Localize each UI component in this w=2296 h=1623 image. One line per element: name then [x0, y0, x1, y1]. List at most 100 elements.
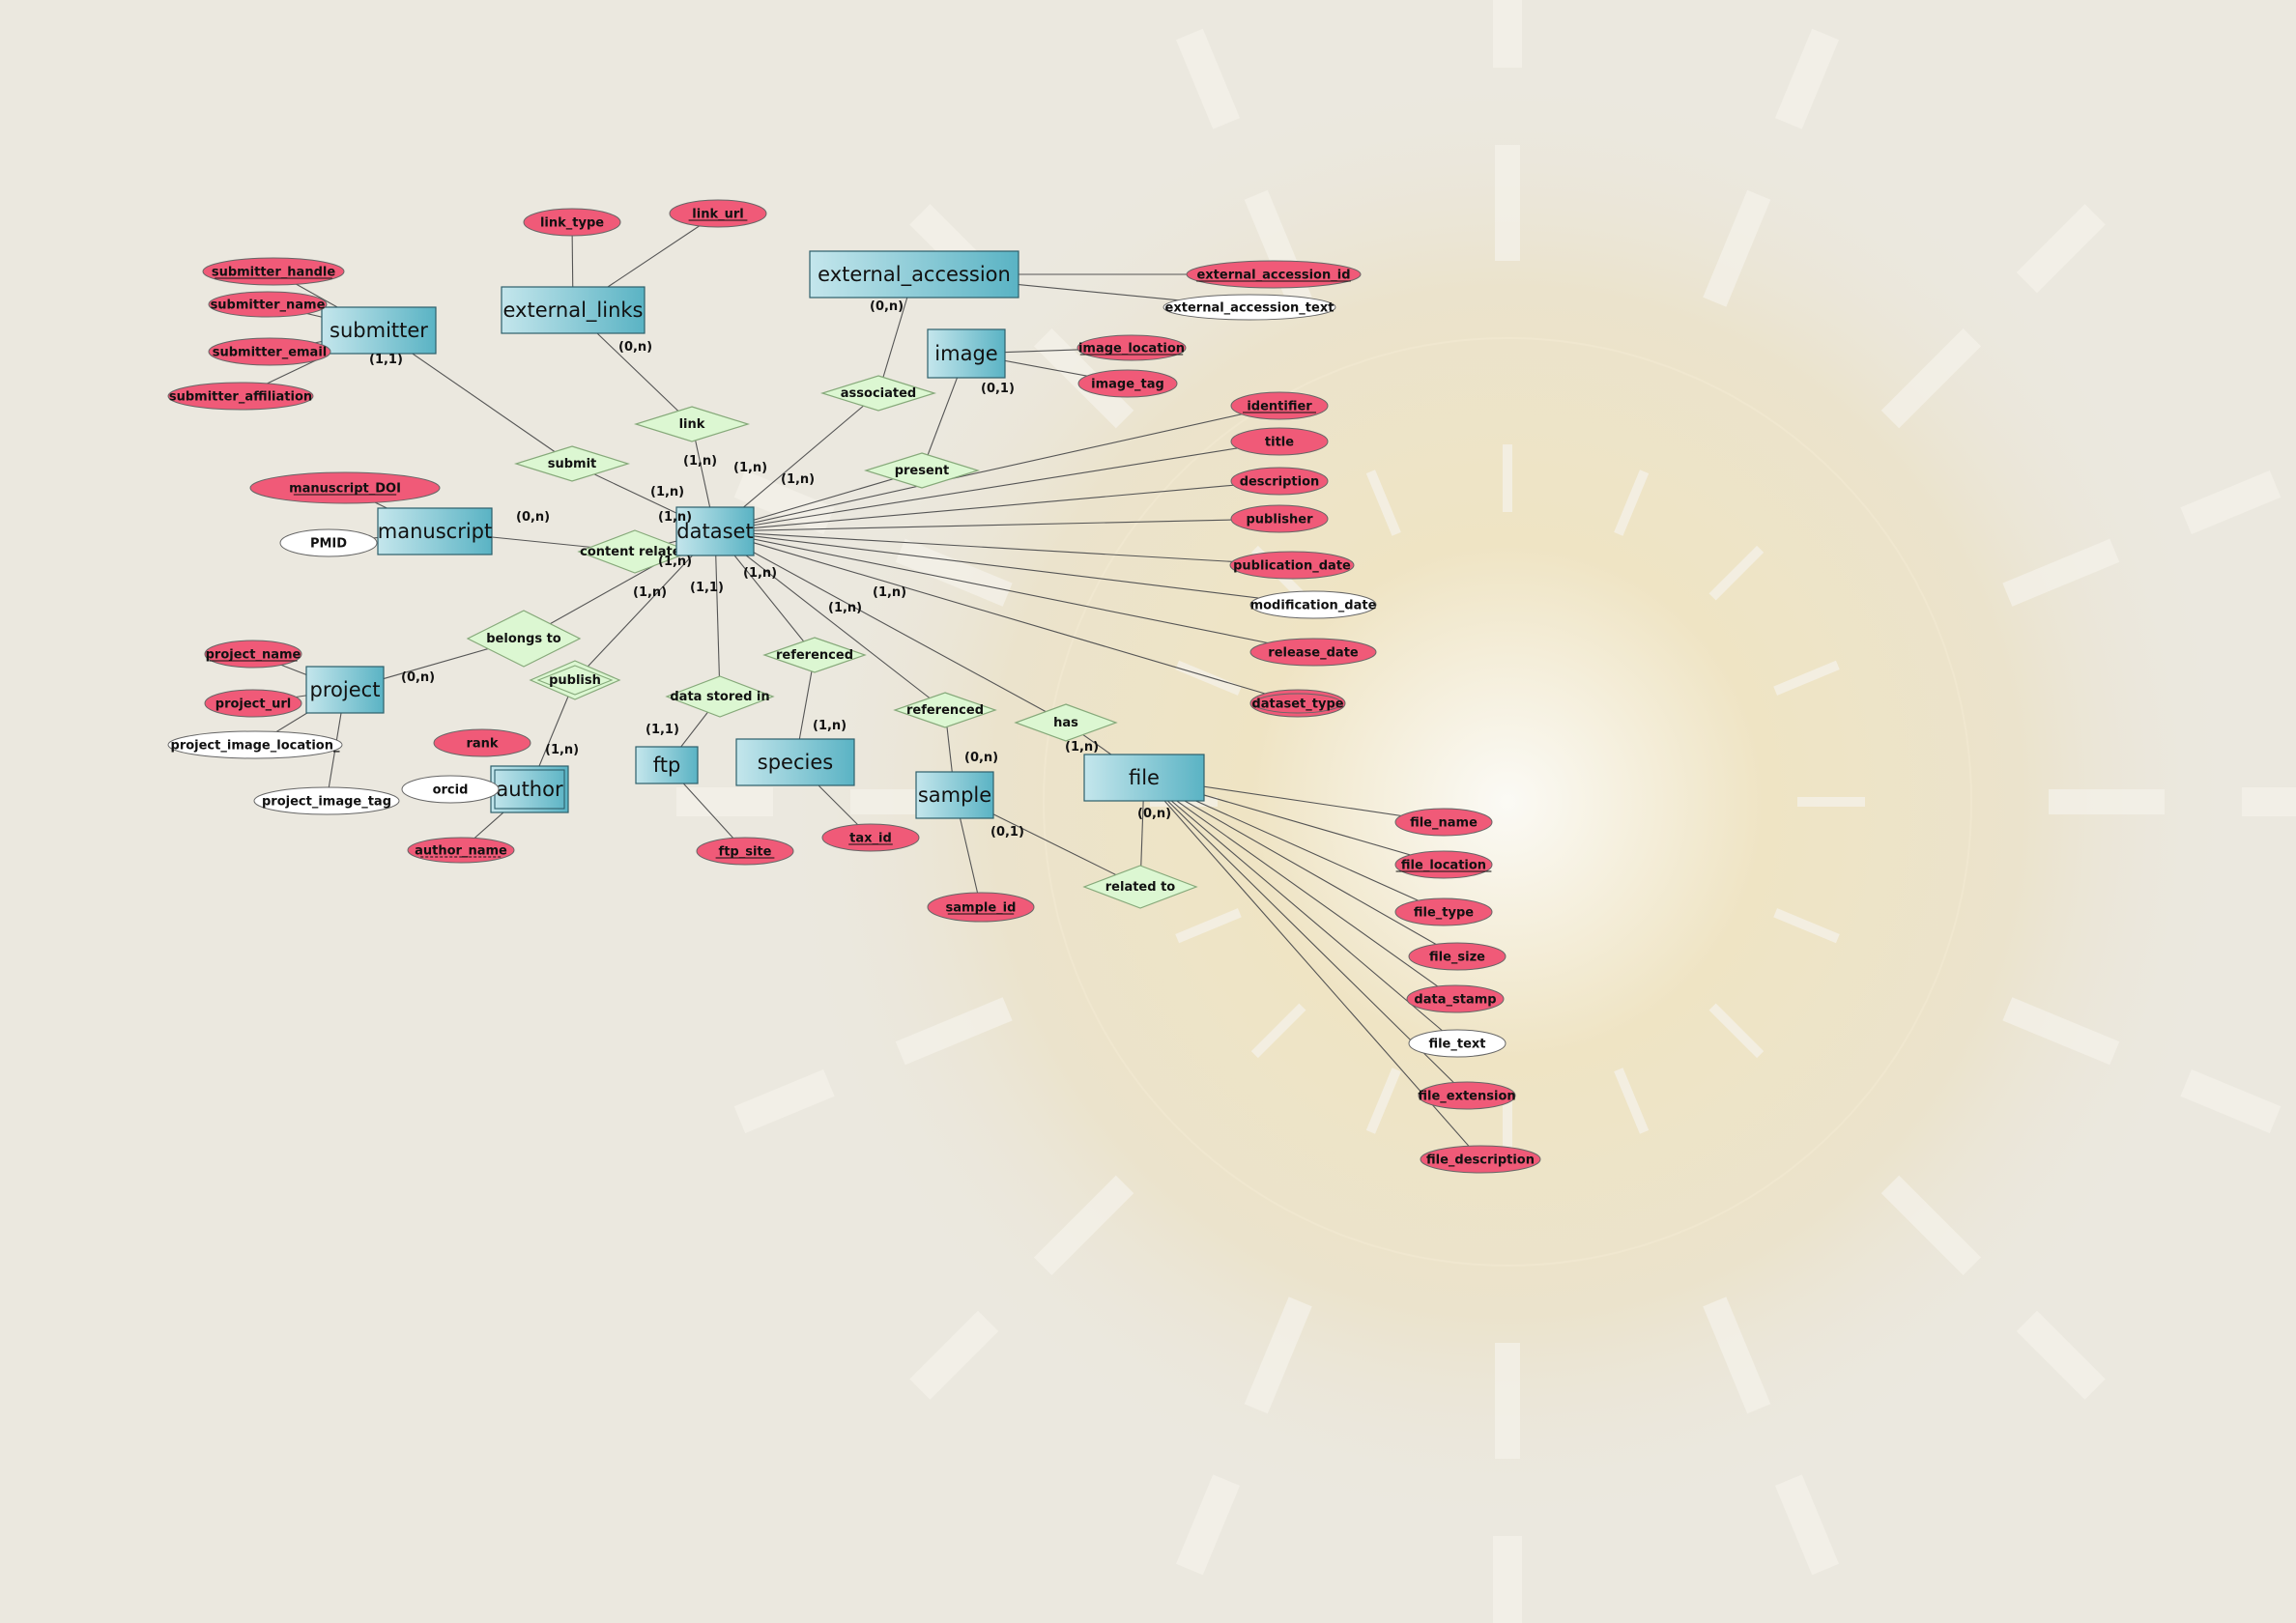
- attribute-file-type[interactable]: file_type: [1394, 897, 1493, 926]
- attribute-label: file_type: [1414, 906, 1474, 921]
- attribute-external-accession-text[interactable]: external_accession_text: [1162, 294, 1336, 321]
- entity-project[interactable]: project: [305, 666, 385, 714]
- attribute-description[interactable]: description: [1230, 467, 1329, 496]
- attribute-rank[interactable]: rank: [433, 728, 531, 757]
- cardinality-dataset-associated: (1,n): [733, 461, 767, 475]
- relationship-present[interactable]: present: [863, 452, 981, 489]
- attribute-project-name[interactable]: project_name: [204, 640, 302, 669]
- entity-label: ftp: [653, 754, 681, 777]
- attribute-label: publisher: [1247, 513, 1314, 527]
- attribute-label: image_location: [1078, 342, 1185, 356]
- attribute-publication-date[interactable]: publication_date: [1229, 551, 1355, 580]
- entity-external-accession[interactable]: external_accession: [809, 250, 1019, 299]
- connector-dataset-description: [714, 480, 1280, 532]
- relationship-associated[interactable]: associated: [819, 375, 937, 412]
- attribute-label: submitter_affiliation: [169, 390, 312, 405]
- entity-species[interactable]: species: [735, 738, 855, 786]
- attribute-publisher[interactable]: publisher: [1230, 504, 1329, 533]
- entity-manuscript[interactable]: manuscript: [377, 507, 493, 555]
- attribute-project-image-location-[interactable]: project_image_location_: [167, 730, 343, 759]
- attribute-pmid[interactable]: PMID: [279, 528, 378, 557]
- relationship-label: related to: [1105, 880, 1176, 895]
- attribute-submitter-affiliation[interactable]: submitter_affiliation: [167, 382, 314, 411]
- connector-dataset-publisher: [714, 518, 1280, 532]
- attribute-project-image-tag[interactable]: project_image_tag: [253, 786, 400, 815]
- entity-label: external_links: [503, 299, 644, 323]
- cardinality-image-present: (0,1): [981, 382, 1015, 396]
- attribute-file-extension[interactable]: file_extension: [1418, 1081, 1516, 1110]
- attribute-submitter-handle[interactable]: submitter_handle: [202, 257, 345, 286]
- attribute-release-date[interactable]: release_date: [1249, 638, 1377, 667]
- attribute-manuscript-doi[interactable]: manuscript_DOI: [249, 471, 441, 504]
- entity-author[interactable]: author: [490, 765, 569, 813]
- attribute-data-stamp[interactable]: data_stamp: [1406, 984, 1505, 1013]
- attribute-label: modification_date: [1250, 599, 1377, 613]
- connector-has-dataset: [714, 530, 1067, 724]
- attribute-title[interactable]: title: [1230, 427, 1329, 456]
- attribute-project-url[interactable]: project_url: [204, 689, 302, 718]
- attribute-orcid[interactable]: orcid: [401, 775, 500, 804]
- entity-external-links[interactable]: external_links: [501, 286, 646, 334]
- cardinality-project-belongs: (0,n): [401, 670, 435, 685]
- relationship-belongs-to[interactable]: belongs to: [466, 610, 582, 668]
- cardinality-author-publish: (1,n): [545, 743, 579, 757]
- attribute-file-description[interactable]: file_description: [1420, 1145, 1541, 1174]
- relationship-submit[interactable]: submit: [513, 445, 631, 482]
- attribute-link-type[interactable]: link_type: [523, 208, 621, 237]
- relationship-content-related[interactable]: content related: [577, 529, 693, 574]
- relationship-label: link: [679, 417, 705, 432]
- attribute-file-size[interactable]: file_size: [1408, 942, 1507, 971]
- entity-ftp[interactable]: ftp: [635, 746, 699, 784]
- relationship-publish[interactable]: publish: [529, 660, 621, 700]
- attribute-label: sample_id: [946, 901, 1017, 916]
- cardinality-dataset-link: (1,n): [683, 454, 717, 469]
- attribute-author-name[interactable]: author_name: [407, 837, 515, 864]
- connector-data-stored-in-dataset: [714, 530, 721, 698]
- attribute-label: image_tag: [1091, 378, 1164, 392]
- attribute-label: manuscript_DOI: [289, 482, 401, 497]
- attribute-dataset-type[interactable]: dataset_type: [1249, 689, 1346, 718]
- attribute-ftp-site[interactable]: ftp_site: [696, 837, 794, 866]
- attribute-label: release_date: [1268, 646, 1359, 661]
- attribute-sample-id[interactable]: sample_id: [927, 892, 1035, 923]
- attribute-file-name[interactable]: file_name: [1394, 808, 1493, 837]
- entity-file[interactable]: file: [1083, 754, 1205, 802]
- relationship-referenced-sample[interactable]: referenced: [893, 692, 997, 728]
- attribute-file-location[interactable]: file_location: [1394, 850, 1493, 879]
- attribute-identifier[interactable]: identifier: [1230, 391, 1329, 420]
- entity-dataset[interactable]: dataset: [675, 506, 755, 556]
- connector-publish-dataset: [574, 530, 716, 681]
- attribute-image-location[interactable]: image_location: [1076, 334, 1187, 361]
- cardinality-file-has: (1,n): [1065, 740, 1099, 755]
- attribute-tax-id[interactable]: tax_id: [821, 823, 920, 852]
- attribute-label: external_accession_text: [1165, 301, 1335, 316]
- relationship-link[interactable]: link: [633, 406, 751, 442]
- attribute-label: title: [1265, 436, 1294, 450]
- entity-submitter[interactable]: submitter: [321, 306, 437, 355]
- attribute-submitter-name[interactable]: submitter_name: [208, 291, 328, 318]
- entity-label: species: [758, 751, 833, 774]
- relationship-related-to[interactable]: related to: [1082, 865, 1198, 909]
- entity-label: external_accession: [818, 263, 1011, 287]
- attribute-label: publication_date: [1233, 559, 1351, 574]
- attribute-image-tag[interactable]: image_tag: [1077, 369, 1178, 398]
- attribute-label: author_name: [415, 844, 507, 859]
- attribute-label: file_description: [1426, 1153, 1535, 1168]
- attribute-link-url[interactable]: link_url: [669, 199, 767, 228]
- attribute-external-accession-id[interactable]: external_accession_id: [1186, 260, 1362, 289]
- attribute-label: project_image_tag: [262, 795, 391, 810]
- connector-dataset-release-date: [714, 530, 1314, 653]
- relationship-data-stored-in[interactable]: data stored in: [665, 675, 775, 718]
- entity-sample[interactable]: sample: [915, 771, 994, 819]
- attribute-label: ftp_site: [719, 845, 772, 860]
- cardinality-dataset-stored: (1,1): [690, 581, 724, 595]
- relationship-has[interactable]: has: [1014, 703, 1118, 742]
- attribute-label: submitter_email: [213, 346, 328, 360]
- attribute-modification-date[interactable]: modification_date: [1249, 590, 1377, 619]
- attribute-submitter-email[interactable]: submitter_email: [208, 337, 331, 366]
- entity-image[interactable]: image: [927, 328, 1006, 379]
- relationship-referenced-species[interactable]: referenced: [762, 637, 867, 673]
- relationship-label: present: [895, 464, 950, 478]
- attribute-file-text[interactable]: file_text: [1408, 1029, 1507, 1058]
